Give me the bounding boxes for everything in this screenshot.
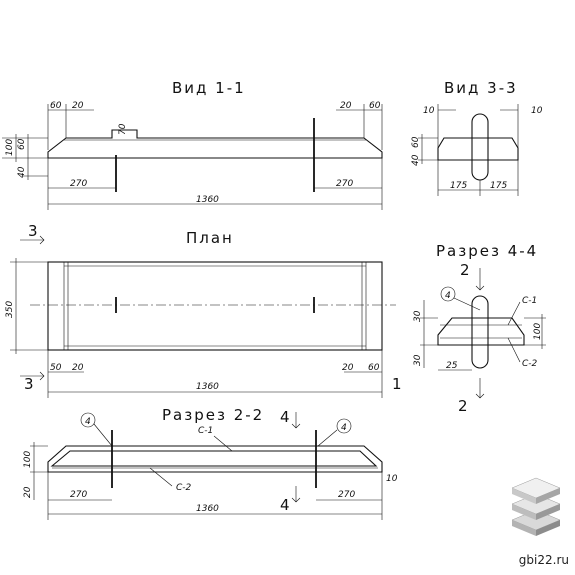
section-arrow-3-top	[20, 235, 45, 245]
dim-100: 100	[5, 139, 15, 156]
section-arrow-4-bottom	[291, 486, 301, 503]
dim-10: 10	[386, 474, 398, 484]
dim-270-right: 270	[338, 490, 355, 500]
section-arrow-3-bottom	[20, 371, 45, 381]
dim-60: 60	[17, 138, 27, 150]
dim-10-left: 10	[423, 106, 435, 116]
section-outline	[437, 317, 525, 346]
section-mark-3-bottom: 3	[24, 375, 36, 393]
plan-outline	[47, 261, 383, 351]
section-loop	[471, 295, 489, 369]
section-arrow-4-top	[291, 412, 301, 429]
dim-60-left: 60	[50, 101, 62, 111]
brand-site-label[interactable]: gbi22.ru	[518, 553, 569, 567]
section-2-2-title: Разрез 2-2	[162, 406, 264, 424]
view-1-1: Вид 1-1 60 20 20 60 70 100 60 40 270 270	[2, 79, 383, 210]
dim-20-left: 20	[72, 101, 84, 111]
dim-30-bottom: 30	[413, 354, 423, 366]
dim-175-right: 175	[490, 181, 507, 191]
leader-line	[453, 297, 481, 311]
callout-circle-4-right	[336, 418, 352, 434]
dim-40: 40	[411, 154, 421, 166]
dim-40: 40	[17, 166, 27, 178]
dim-60-right: 60	[369, 101, 381, 111]
dim-175-left: 175	[450, 181, 467, 191]
dim-1360: 1360	[196, 382, 219, 392]
dim-25: 25	[446, 361, 458, 371]
section-mark-2-top: 2	[460, 261, 472, 279]
dim-20-right: 20	[340, 101, 352, 111]
label-c1: С-1	[522, 296, 537, 306]
callout-4: 4	[445, 291, 451, 301]
beam-elevation-outline	[47, 129, 383, 159]
dim-10-right: 10	[531, 106, 543, 116]
callout-circle-4-left	[80, 412, 96, 428]
section-mark-4-top: 4	[280, 408, 292, 426]
leader-c2	[149, 467, 173, 487]
label-c2: С-2	[176, 483, 192, 493]
dim-30-top: 30	[413, 310, 423, 322]
section-mark-4-bottom: 4	[280, 496, 292, 514]
lift-loop-end	[471, 113, 489, 181]
view-1-1-title: Вид 1-1	[172, 79, 246, 97]
dim-1360: 1360	[196, 195, 219, 205]
leader-c1	[507, 301, 521, 326]
dim-1360: 1360	[196, 504, 219, 514]
dim-270-right: 270	[336, 179, 353, 189]
label-c1: С-1	[198, 426, 213, 436]
plan-title: План	[186, 229, 234, 247]
leader-c2	[507, 337, 521, 363]
dim-60: 60	[411, 136, 421, 148]
section-2-2: Разрез 2-2 4 4 4 С-1 С-2 100 20 270 270 …	[23, 406, 398, 520]
dim-20-right: 20	[342, 363, 354, 373]
dim-20: 20	[23, 486, 33, 498]
view-3-3: Вид 3-3 10 10 40 60 175 175	[411, 79, 543, 196]
callout-4-left: 4	[85, 417, 91, 427]
cube-stack-logo	[511, 477, 561, 536]
view-3-3-title: Вид 3-3	[444, 79, 518, 97]
leader-c1	[213, 435, 233, 452]
rebar-c1	[50, 450, 378, 467]
dim-20-left: 20	[72, 363, 84, 373]
leader-line	[317, 429, 338, 447]
dim-350: 350	[5, 301, 15, 318]
leader-line	[93, 423, 113, 447]
end-view-outline	[437, 137, 519, 161]
dim-50-left: 50	[50, 363, 62, 373]
dim-100: 100	[533, 323, 543, 340]
section-mark-3-top: 3	[28, 222, 40, 240]
plan-view: План 3 350 50 20 20 60 1360 3 1	[5, 222, 404, 398]
callout-4-right: 4	[341, 423, 347, 433]
callout-circle-4	[440, 286, 456, 302]
section-arrow-2-top	[475, 268, 485, 291]
section-arrow-2-bottom	[475, 378, 485, 399]
dim-270-left: 270	[70, 179, 87, 189]
dim-70: 70	[118, 123, 128, 135]
label-c2: С-2	[522, 359, 538, 369]
section-mark-2-bottom: 2	[458, 397, 470, 415]
section-mark-1: 1	[392, 375, 404, 393]
section-4-4: Разрез 4-4 2 4 С-1 С-2 30 30 100 25 2	[413, 242, 546, 415]
section-4-4-title: Разрез 4-4	[436, 242, 538, 260]
dim-60-right: 60	[368, 363, 380, 373]
dim-270-left: 270	[70, 490, 87, 500]
dim-100: 100	[23, 451, 33, 468]
